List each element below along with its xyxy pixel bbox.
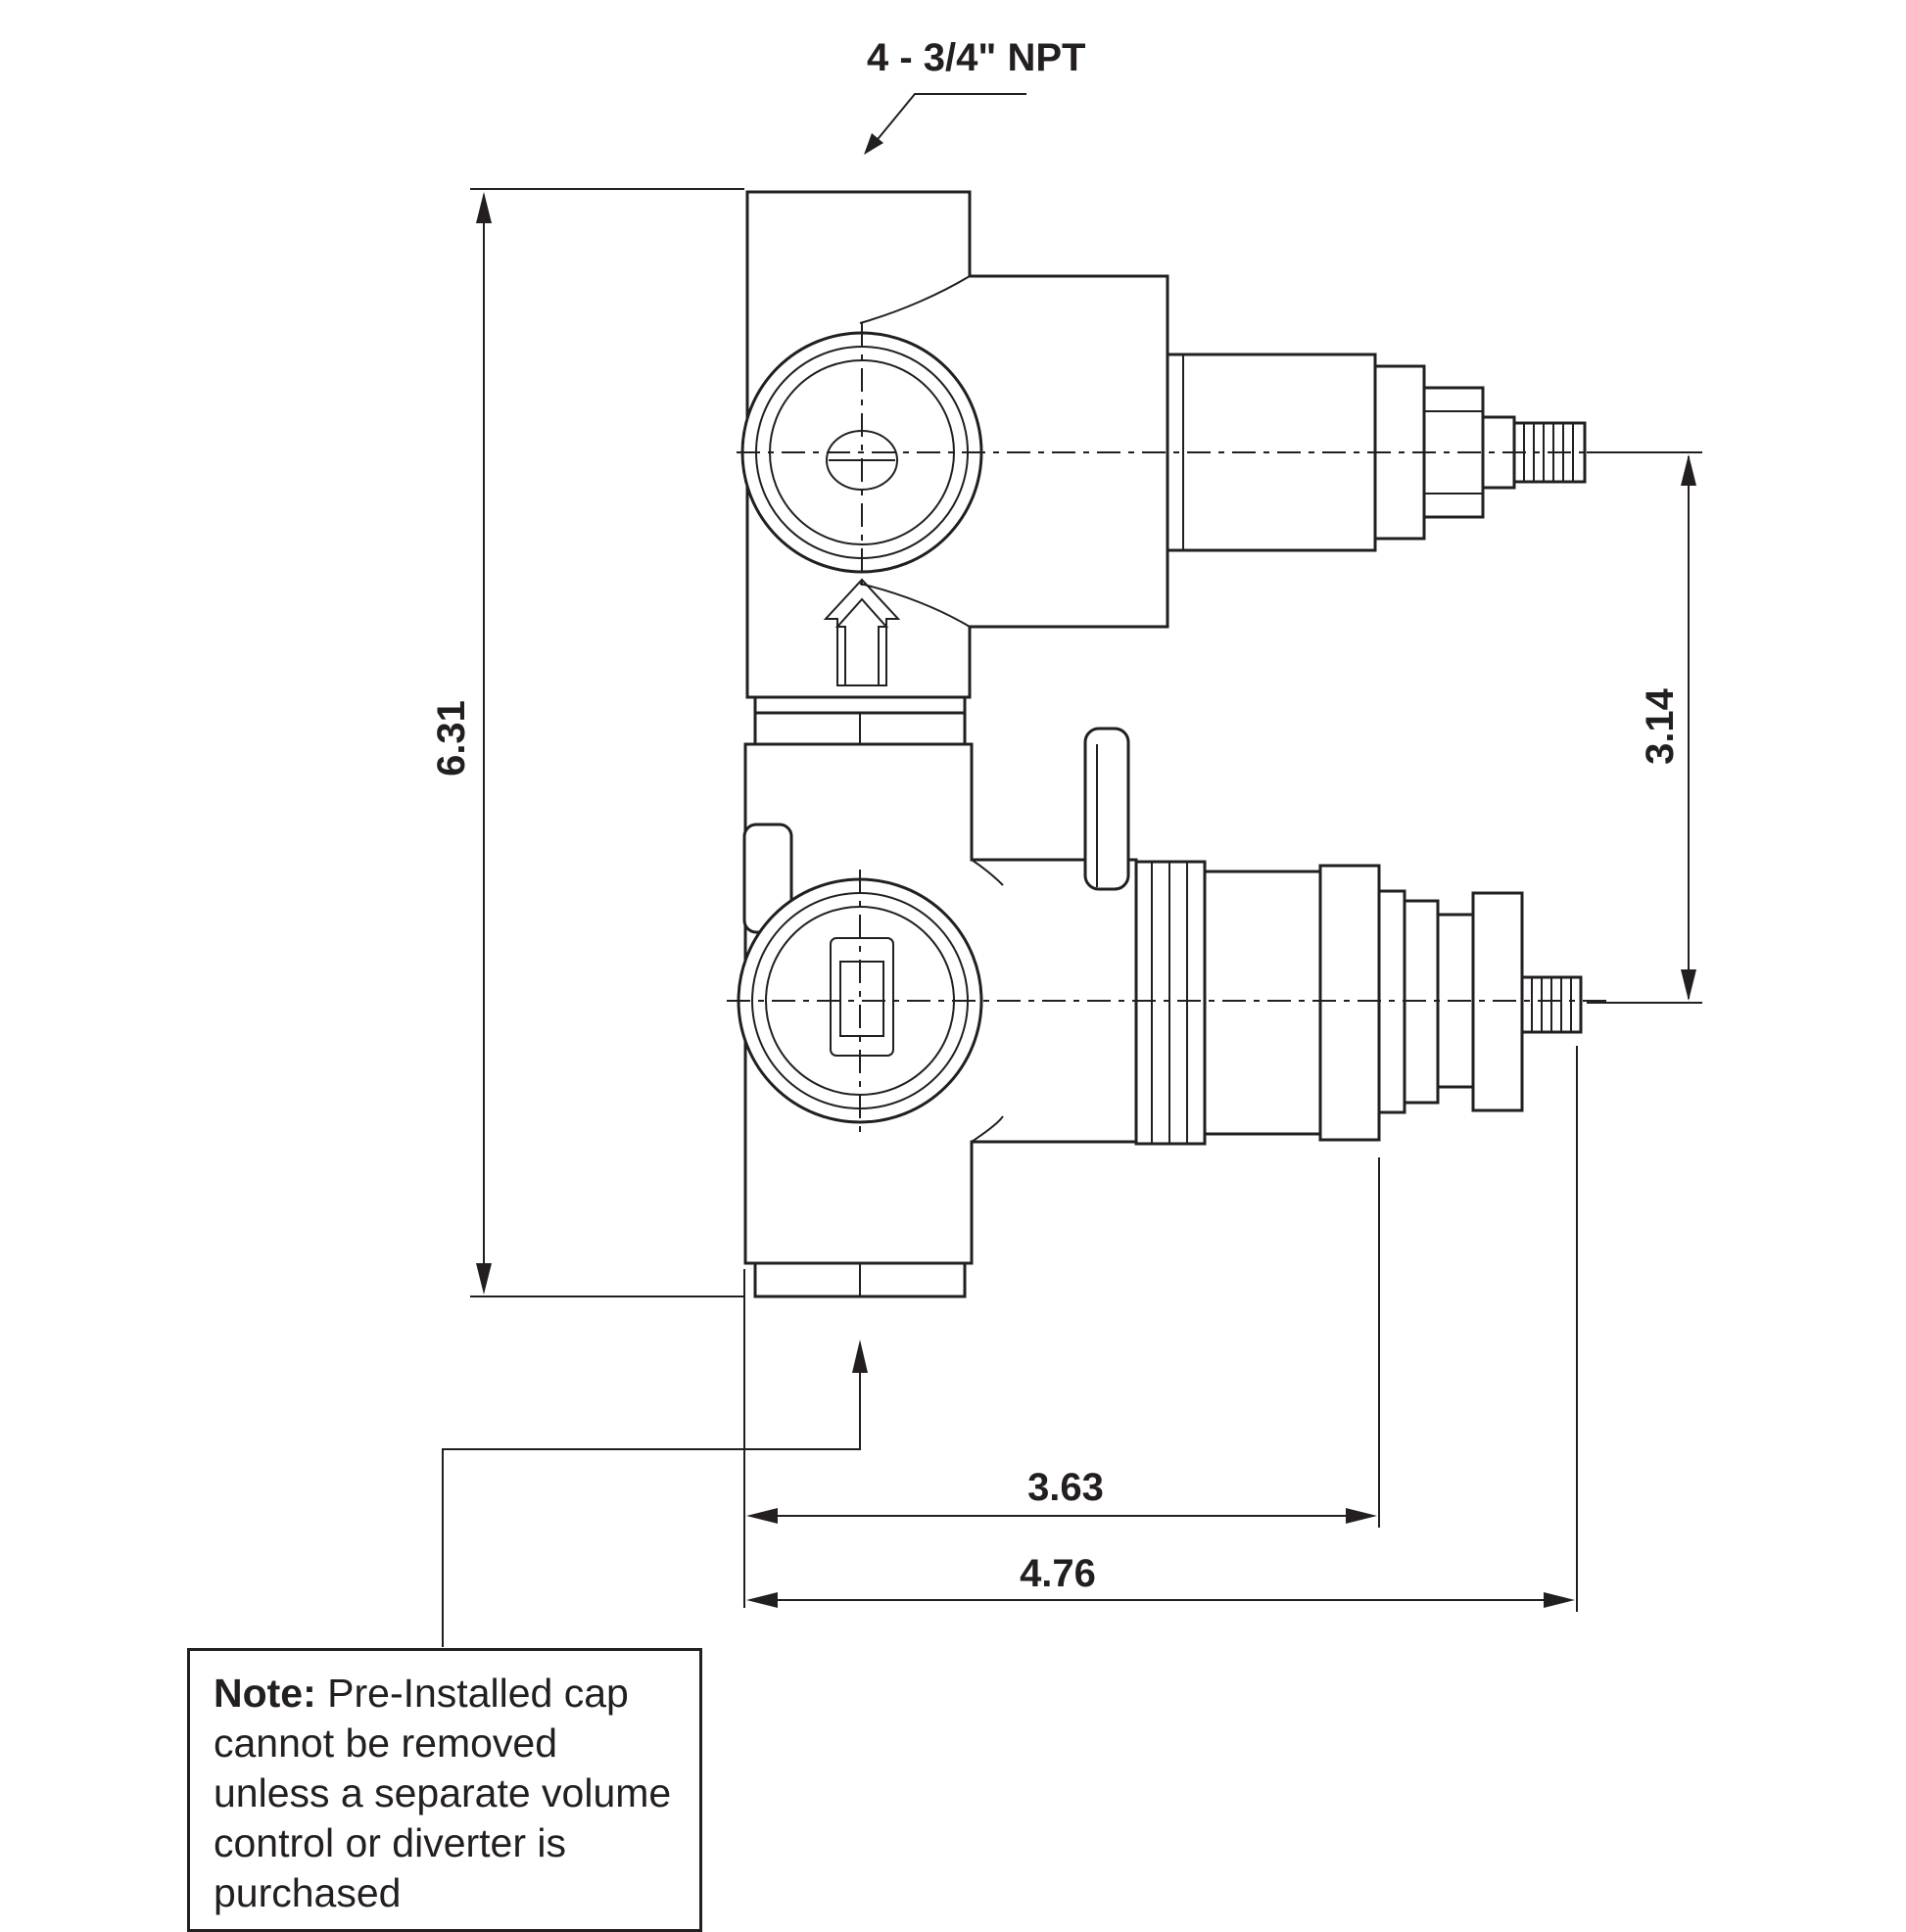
note-text: Pre-Installed cap cannot be removed unle… — [214, 1671, 672, 1915]
center-lines — [727, 323, 1612, 1132]
lower-top-lug — [1083, 727, 1130, 891]
lower-cartridge-cap — [1318, 864, 1381, 1142]
dim-overall-depth-label: 4.76 — [1020, 1552, 1096, 1595]
dim-stem-spacing-label: 3.14 — [1639, 687, 1682, 765]
note-label: Note: — [214, 1671, 316, 1716]
top-port-callout: 4 - 3/4" NPT — [867, 36, 1085, 79]
dim-stem-spacing — [1587, 451, 1702, 1004]
housing-coupling — [753, 695, 967, 746]
lower-cartridge-body — [1203, 870, 1322, 1136]
flow-arrow-icon — [823, 578, 901, 686]
lower-port-insert — [830, 937, 894, 1057]
lower-valve-housing — [737, 727, 1583, 1298]
note-box: Note: Pre-Installed cap cannot be remove… — [187, 1648, 702, 1932]
dim-body-depth-label: 3.63 — [1027, 1466, 1104, 1509]
dim-overall-height-label: 6.31 — [430, 700, 473, 777]
dim-overall-height — [470, 188, 744, 1297]
dim-overall-depth — [746, 1046, 1578, 1612]
note-leader — [442, 1340, 868, 1647]
upper-valve-housing — [740, 190, 1587, 699]
dim-body-depth — [743, 1157, 1380, 1608]
top-port-leader — [864, 93, 1026, 155]
